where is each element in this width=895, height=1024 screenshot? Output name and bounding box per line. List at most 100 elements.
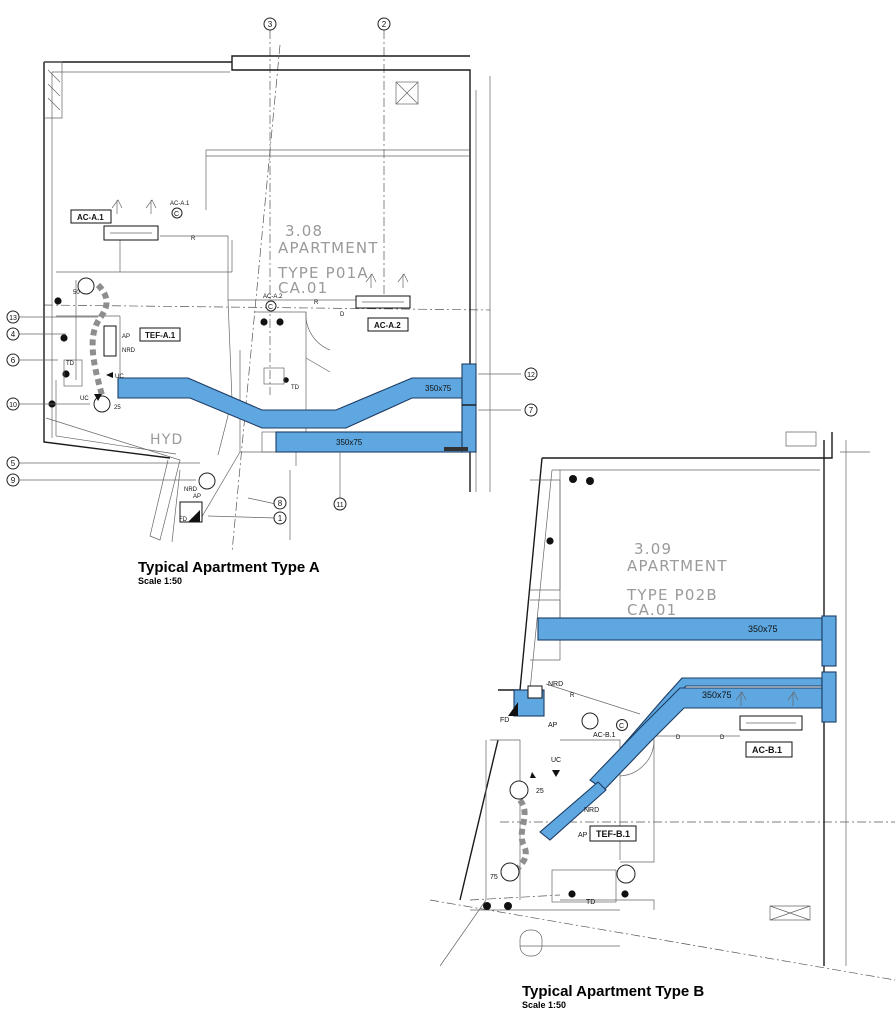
svg-text:3: 3 (268, 20, 273, 29)
callout-11: 11 (333, 497, 347, 511)
refrigerant-line-b (545, 683, 641, 715)
wall-east-b (769, 431, 817, 921)
duct-a-base (444, 447, 468, 451)
room-code-a: CA.01 (278, 279, 328, 297)
diffuser-b4 (616, 864, 636, 884)
uc-a1-arrow (106, 372, 113, 378)
plan-b: 3.09 APARTMENT TYPE P02B CA.01 R D D (429, 431, 895, 981)
svg-text:5: 5 (11, 459, 16, 468)
room-number-b: 3.09 (634, 540, 672, 558)
door-swing-a (305, 311, 331, 351)
d-label-a: D (340, 312, 345, 318)
note-a-uc1: UC (115, 374, 124, 380)
callout-12: 12 (524, 367, 538, 381)
toilet-b (519, 929, 543, 957)
callout-2: 2 (377, 17, 391, 31)
plan-a-title-text: Typical Apartment Type A (138, 559, 320, 576)
grid-line-b-diag (469, 894, 561, 901)
room-hyd-a: HYD (150, 432, 183, 448)
callout-4: 4 (6, 327, 20, 341)
callout-1: 1 (273, 511, 287, 525)
room-name-a: APARTMENT (278, 239, 379, 257)
wall-outer-a (43, 55, 471, 492)
diffuser-b2 (500, 862, 520, 882)
note-a-50: 50 (73, 290, 80, 296)
d-label-b2: D (720, 735, 725, 741)
duct-b-tef (539, 781, 607, 841)
tag-ac-a1-text: AC-A.1 (77, 213, 104, 222)
room-type-a: TYPE P01A (277, 264, 369, 282)
door-swing-b (619, 739, 655, 777)
c-bubble-a1-text: C (174, 211, 179, 218)
air-arrow-a3 (365, 273, 377, 288)
air-arrow-a1 (111, 199, 123, 214)
callout-3: 3 (263, 17, 277, 31)
r-label-b: R (570, 693, 575, 699)
note-b-25: 25 (536, 788, 544, 795)
svg-text:10: 10 (9, 402, 17, 409)
callout-8: 8 (273, 496, 287, 510)
duct-b-riser-2 (821, 671, 837, 723)
diffuser-b1 (509, 780, 529, 800)
fixture-dot-b7 (621, 890, 629, 898)
callout-9: 9 (6, 473, 20, 487)
svg-text:1: 1 (278, 514, 283, 523)
duct-a-riser (461, 363, 477, 453)
air-arrow-b1 (735, 691, 747, 706)
fixture-dot-b2 (586, 477, 594, 485)
drain-line-a (217, 299, 233, 456)
fixture-dot-b6 (568, 890, 576, 898)
fixture-dot-a6 (276, 318, 284, 326)
ac-a2-small-label: AC-A.2 (263, 294, 283, 300)
tag-tef-b1 (589, 825, 637, 842)
air-arrow-b2 (787, 691, 799, 706)
r-label-a1: R (191, 236, 196, 242)
fixture-box-a2 (261, 431, 277, 453)
leader-1 (207, 515, 277, 519)
note-b-uc: UC (551, 757, 561, 764)
tag-ac-b1 (745, 741, 793, 758)
diffuser-a2 (93, 395, 111, 413)
callout-5: 5 (6, 456, 20, 470)
flex-duct-a (89, 282, 110, 396)
fd-b-marker (508, 702, 518, 716)
room-type-b: TYPE P02B (626, 586, 718, 604)
fixture-dot-b1 (569, 475, 577, 483)
wall-hydrant-a (45, 417, 181, 541)
c-bubble-b-text: C (619, 723, 624, 730)
fixture-dot-b3 (546, 537, 554, 545)
room-code-b: CA.01 (627, 601, 677, 619)
wall-lobby-a (171, 451, 291, 543)
fixture-dot-a1 (54, 297, 62, 305)
svg-text:13: 13 (9, 315, 17, 322)
note-a-uc2: UC (80, 396, 89, 402)
tag-tef-a1-text: TEF-A.1 (145, 331, 176, 340)
plan-a-title: Typical Apartment Type A Scale 1:50 (138, 559, 320, 587)
diffuser-a1 (77, 277, 95, 295)
tag-tef-a1 (139, 327, 181, 342)
uc-a2-arrow (94, 394, 102, 401)
callout-10: 10 (6, 397, 20, 411)
note-b-fd: FD (500, 717, 509, 724)
duct-b-diag (589, 678, 823, 791)
callout-6: 6 (6, 353, 20, 367)
note-a-fd: FD (179, 517, 188, 523)
note-b-ap1: AP (548, 722, 558, 729)
svg-text:8: 8 (278, 499, 283, 508)
fixture-dot-a5 (260, 318, 268, 326)
vanity-b (551, 869, 617, 903)
duct-a-upper (117, 377, 463, 429)
tef-a1-fan (103, 325, 117, 357)
fixture-dot-a3 (62, 370, 70, 378)
wall-room-b (439, 724, 655, 967)
plan-b-scale: Scale 1:50 (522, 1000, 567, 1010)
duct-size-b-upper: 350x75 (748, 624, 778, 634)
nrd-b-box (527, 685, 543, 699)
note-a-nrd1: NRD (122, 348, 136, 354)
c-bubble-a1 (171, 207, 183, 219)
tag-tef-b1-text: TEF-B.1 (596, 829, 630, 839)
note-a-td2: TD (291, 385, 300, 391)
duct-b-upper (537, 617, 823, 641)
ac-a1-small-label: AC-A.1 (170, 201, 190, 207)
